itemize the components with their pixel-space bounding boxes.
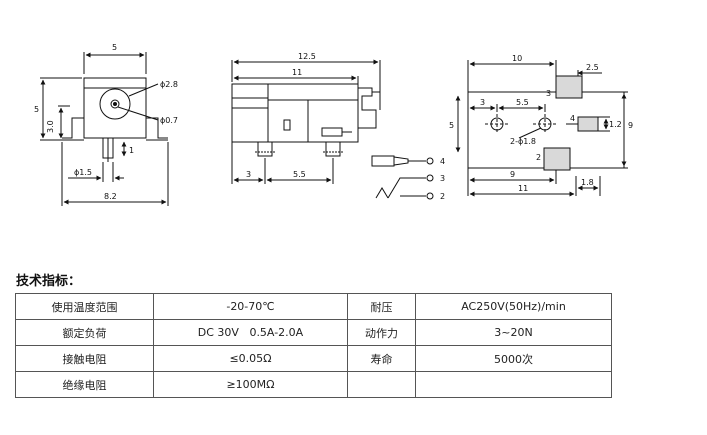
table-row: 绝缘电阻 ≥100MΩ xyxy=(15,371,612,398)
footprint-pads xyxy=(543,75,599,171)
right-dim-b: 5.5 xyxy=(516,98,529,107)
pad-4 xyxy=(577,116,599,132)
table-row: 额定负荷 DC 30V 0.5A-2.0A 动作力 3~20N xyxy=(15,319,612,346)
pad-label-4: 4 xyxy=(570,114,575,123)
spec-label: 绝缘电阻 xyxy=(15,371,154,398)
spec-label: 接触电阻 xyxy=(15,345,154,372)
spec-title: 技术指标： xyxy=(16,274,82,289)
left-dim-top: 5 xyxy=(112,43,117,52)
middle-dim-body: 11 xyxy=(292,68,302,77)
pad-label-3: 3 xyxy=(546,89,551,98)
right-dim-pad: 2.5 xyxy=(586,63,599,72)
left-dim-pin: 1 xyxy=(129,146,134,155)
spec-label: 额定负荷 xyxy=(15,319,154,346)
left-dim-height: 3.0 xyxy=(46,120,55,133)
table-row: 接触电阻 ≤0.05Ω 寿命 5000次 xyxy=(15,345,612,372)
left-view xyxy=(40,52,169,206)
spec-value: DC 30V 0.5A-2.0A xyxy=(153,319,348,346)
right-dim-top: 10 xyxy=(512,54,522,63)
spec-value: 3~20N xyxy=(415,319,612,346)
spec-value: 5000次 xyxy=(415,345,612,372)
right-dim-height: 9 xyxy=(628,121,633,130)
spec-label: 动作力 xyxy=(347,319,416,346)
left-dim-hole-outer: ϕ2.8 xyxy=(160,80,178,89)
pad-2 xyxy=(543,147,571,171)
spec-label: 寿命 xyxy=(347,345,416,372)
left-dim-pin-dia: ϕ1.5 xyxy=(74,168,92,177)
spec-value: AC250V(50Hz)/min xyxy=(415,293,612,320)
spec-value: ≥100MΩ xyxy=(153,371,348,398)
pin-label-4: 4 xyxy=(440,157,445,166)
pad-3 xyxy=(555,75,583,99)
left-dim-bottom: 8.2 xyxy=(104,192,117,201)
spec-label: 耐压 xyxy=(347,293,416,320)
right-dim-a: 3 xyxy=(480,98,485,107)
left-dim-hole-inner: ϕ0.7 xyxy=(160,116,178,125)
pin-label-3: 3 xyxy=(440,174,445,183)
spec-value: -20-70℃ xyxy=(153,293,348,320)
spec-label xyxy=(347,371,416,398)
spec-value xyxy=(415,371,612,398)
right-dim-d: 11 xyxy=(518,184,528,193)
right-view xyxy=(455,60,628,197)
middle-dim-a: 3 xyxy=(246,170,251,179)
right-dim-c: 9 xyxy=(510,170,515,179)
spec-label: 使用温度范围 xyxy=(15,293,154,320)
right-dim-holes: 2-ϕ1.8 xyxy=(510,137,536,146)
middle-dim-b: 5.5 xyxy=(293,170,306,179)
right-dim-pad-h: 1.2 xyxy=(609,120,622,129)
middle-view xyxy=(231,59,434,200)
right-dim-e: 1.8 xyxy=(581,178,594,187)
left-dim-left: 5 xyxy=(34,105,39,114)
pad-label-2: 2 xyxy=(536,153,541,162)
pin-label-2: 2 xyxy=(440,192,445,201)
table-row: 使用温度范围 -20-70℃ 耐压 AC250V(50Hz)/min xyxy=(15,293,612,320)
middle-dim-total: 12.5 xyxy=(298,52,316,61)
right-dim-side: 5 xyxy=(449,121,454,130)
spec-value: ≤0.05Ω xyxy=(153,345,348,372)
connector-drawing: 5 5 3.0 ϕ2.8 ϕ0.7 1 ϕ1.5 8.2 xyxy=(34,43,633,206)
spec-table: 使用温度范围 -20-70℃ 耐压 AC250V(50Hz)/min 额定负荷 … xyxy=(15,293,612,398)
